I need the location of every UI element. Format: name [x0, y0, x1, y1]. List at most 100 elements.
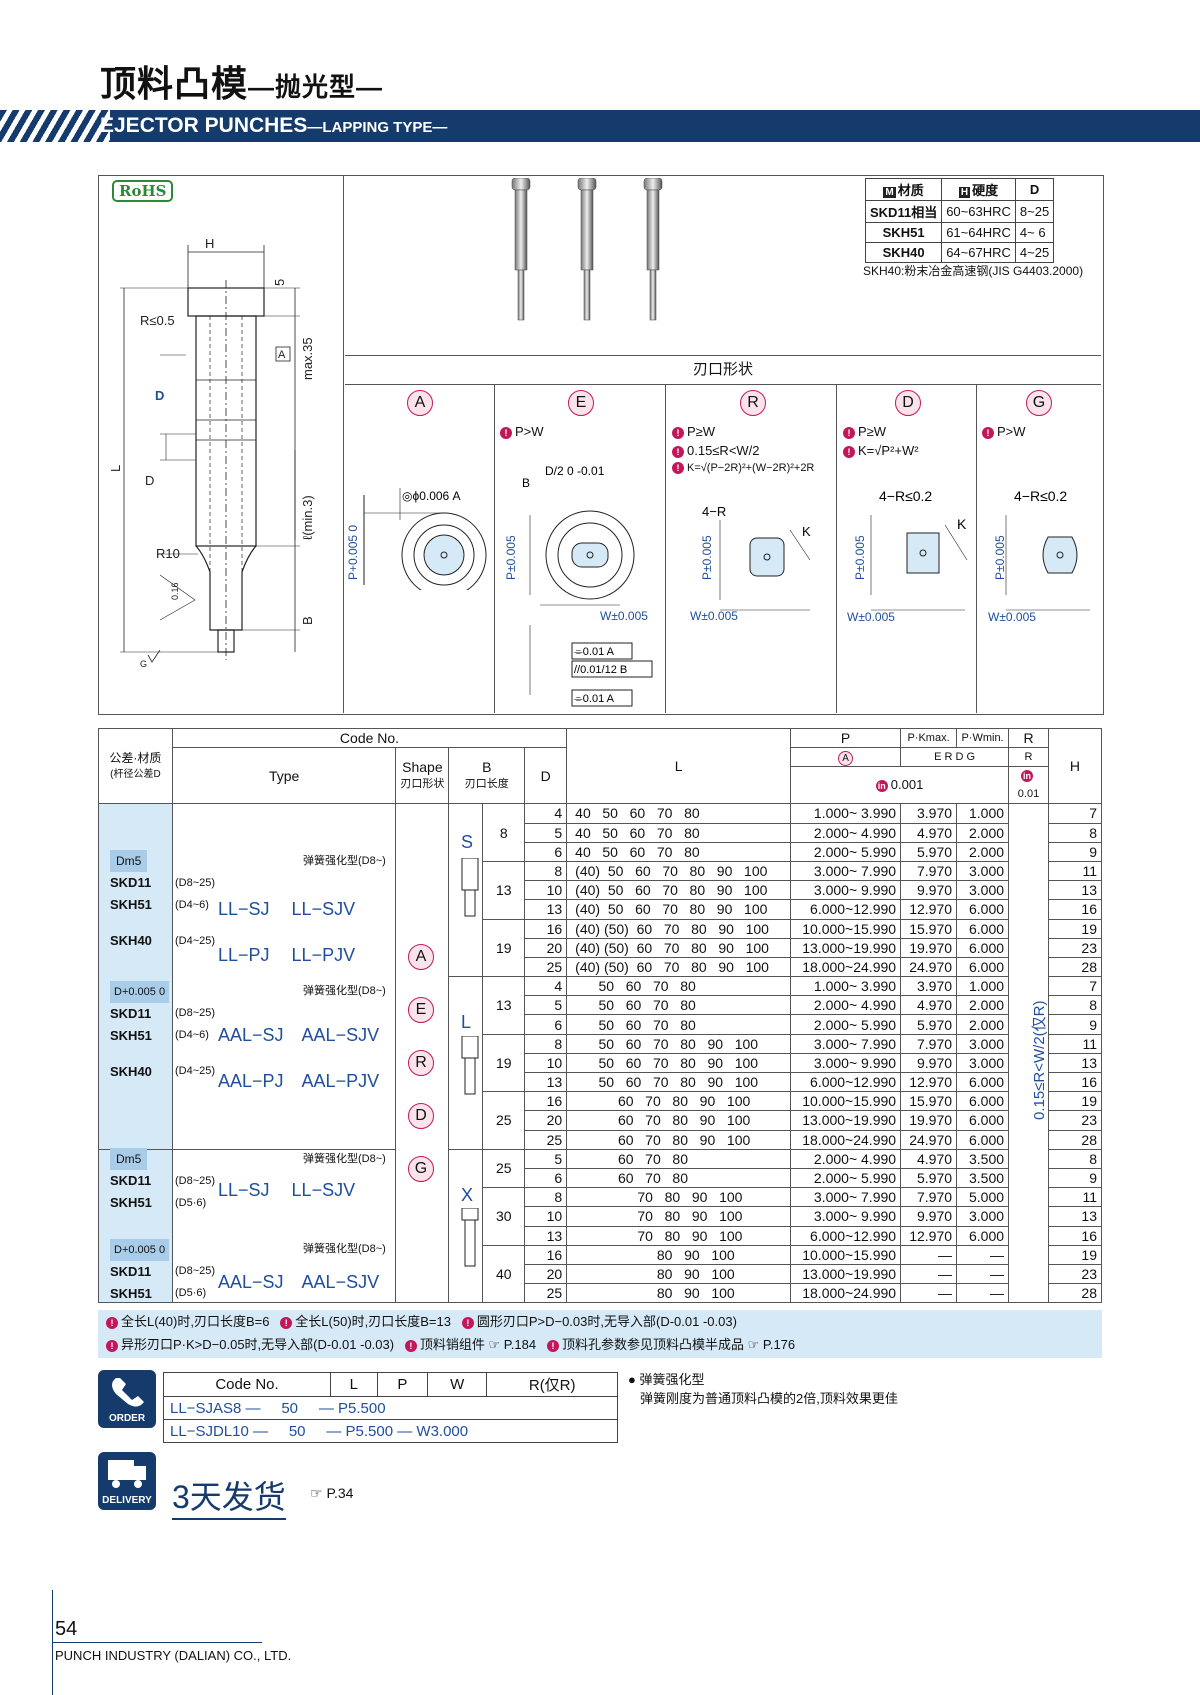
shape-g-label-3: W±0.005: [988, 610, 1036, 624]
l-values: 60 70 80 90 100: [566, 1110, 792, 1131]
pk-value: 9.970: [900, 1052, 958, 1074]
pw-value: 3.000: [956, 1206, 1010, 1227]
h-value: 8: [1047, 822, 1103, 843]
pw-value: 3.000: [956, 880, 1010, 901]
pk-value: 15.970: [900, 1091, 958, 1112]
footnotes: !全长L(40)时,刃口长度B=6 !全长L(50)时,刃口长度B=13 !圆形…: [98, 1310, 1102, 1358]
l-values: 50 60 70 80: [566, 995, 792, 1016]
l-values: 50 60 70 80 90 100: [566, 1052, 792, 1074]
pk-value: 24.970: [900, 1129, 958, 1150]
l-values: 80 90 100: [566, 1263, 792, 1285]
shape-a: A: [407, 390, 433, 416]
group-1-types: 弹簧强化型(D8~) (D8~25) (D4~6) (D4~25): [175, 855, 386, 947]
l-values: 60 70 80: [566, 1167, 792, 1189]
pk-value: 9.970: [900, 1206, 958, 1227]
d-value: 8: [524, 1187, 568, 1208]
p-range: 10.000~15.990: [790, 918, 902, 939]
pk-value: 12.970: [900, 1225, 958, 1246]
shape-e-label-1: D/2 0 -0.01: [545, 464, 605, 478]
l-values: 50 60 70 80 90 100: [566, 1071, 792, 1093]
h-value: 19: [1047, 918, 1103, 939]
group-1-label: Dm5 SKD11 SKH51 SKH40: [110, 850, 152, 952]
pk-value: 7.970: [900, 860, 958, 882]
pk-value: —: [900, 1263, 958, 1285]
pw-value: —: [956, 1283, 1010, 1304]
l-values: (40) 50 60 70 80 90 100: [566, 899, 792, 920]
footnote-5: 顶料销组件 ☞ P.184: [419, 1337, 537, 1352]
pw-value: 2.000: [956, 841, 1010, 862]
group-2-types: 弹簧强化型(D8~) (D8~25) (D4~6) (D4~25): [175, 985, 386, 1077]
d-value: 16: [524, 1091, 568, 1112]
rohs-badge: RoHS: [112, 180, 174, 202]
p-range: 3.000~ 7.990: [790, 1033, 902, 1054]
pk-value: —: [900, 1283, 958, 1304]
d-value: 6: [524, 1014, 568, 1035]
pw-value: 6.000: [956, 956, 1010, 978]
shape-section-title: 刃口形状: [345, 355, 1101, 385]
h-value: 11: [1047, 860, 1103, 882]
l-values: 40 50 60 70 80: [566, 822, 792, 843]
d-value: 6: [524, 841, 568, 862]
d-value: 20: [524, 937, 568, 958]
shape-g-label-1: 4−R≤0.2: [1014, 488, 1067, 504]
shape-d-label-4: W±0.005: [847, 610, 895, 624]
group-3-types: 弹簧强化型(D8~) (D8~25) (D5·6): [175, 1153, 386, 1209]
shape-d-note-1: !P≥W: [843, 424, 886, 439]
l-values: 50 60 70 80: [566, 1014, 792, 1035]
shape-g: G: [1026, 390, 1052, 416]
p-range: 2.000~ 4.990: [790, 1148, 902, 1169]
group-4-types: 弹簧强化型(D8~) (D8~25) (D5·6): [175, 1243, 386, 1299]
shape-e-label-7: ⌯0.01 A: [574, 693, 615, 705]
pw-value: 2.000: [956, 995, 1010, 1016]
footnote-6: 顶料孔参数参见顶料凸模半成品 ☞ P.176: [561, 1337, 796, 1352]
d-value: 16: [524, 1244, 568, 1265]
d-value: 6: [524, 1167, 568, 1189]
h-value: 23: [1047, 1263, 1103, 1285]
shape-e-label-4: W±0.005: [600, 609, 648, 623]
l-values: 60 70 80: [566, 1148, 792, 1169]
title-en-sub: —LAPPING TYPE—: [307, 119, 448, 136]
h-dim: H: [205, 236, 214, 251]
h-value: 19: [1047, 1091, 1103, 1112]
r-range-note: 0.15≤R<W/2(仅R): [1031, 1000, 1048, 1120]
l-values: 40 50 60 70 80: [566, 803, 792, 824]
shape-a-badge: A: [407, 390, 433, 416]
h-value: 16: [1047, 1225, 1103, 1246]
p-range: 2.000~ 5.990: [790, 1014, 902, 1035]
pw-value: 6.000: [956, 899, 1010, 920]
shape-e-label-6: //0.01/12 B: [574, 664, 627, 676]
p-range: 2.000~ 4.990: [790, 995, 902, 1016]
b-value: 30: [482, 1187, 526, 1246]
h-value: 9: [1047, 1167, 1103, 1189]
h-value: 28: [1047, 1129, 1103, 1150]
d-value: 13: [524, 1071, 568, 1093]
title-en: EJECTOR PUNCHES: [100, 114, 308, 137]
d-value: 5: [524, 995, 568, 1016]
page-number: 54: [55, 1618, 78, 1640]
shape-r-note-3: !K=√(P−2R)²+(W−2R)²+2R: [672, 462, 814, 474]
p-range: 1.000~ 3.990: [790, 803, 902, 824]
p-range: 2.000~ 5.990: [790, 1167, 902, 1189]
pw-value: —: [956, 1263, 1010, 1285]
pw-value: 3.500: [956, 1167, 1010, 1189]
pk-value: 9.970: [900, 880, 958, 901]
b-shape-x: X: [461, 1185, 474, 1205]
l-values: (40) (50) 60 70 80 90 100: [566, 937, 792, 958]
l-dim: L: [108, 465, 123, 472]
h-value: 9: [1047, 841, 1103, 862]
shape-e-note-1: !P>W: [500, 424, 544, 439]
pk-value: 7.970: [900, 1033, 958, 1054]
l-values: 50 60 70 80: [566, 976, 792, 997]
delivery-icon: DELIVERY: [98, 1452, 156, 1510]
shape-g-label-2: P±0.005: [993, 535, 1007, 580]
delivery-ref[interactable]: ☞ P.34: [310, 1485, 354, 1501]
p-range: 3.000~ 9.990: [790, 1206, 902, 1227]
